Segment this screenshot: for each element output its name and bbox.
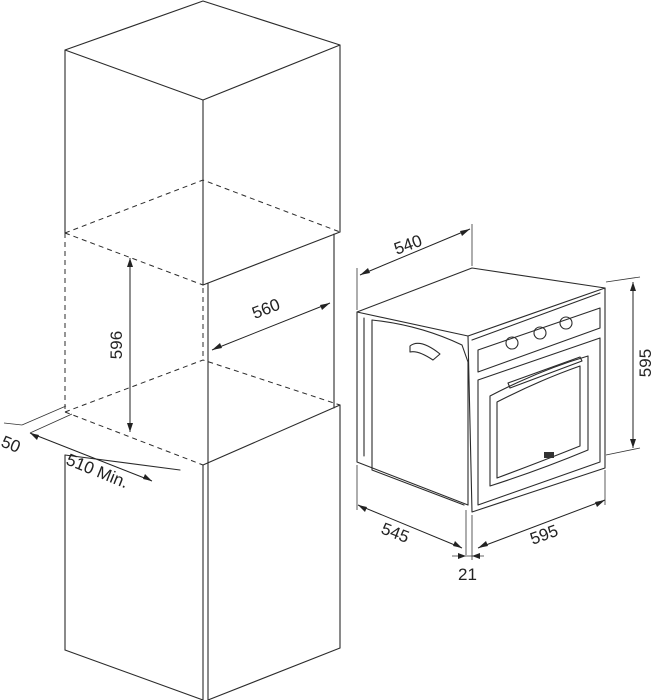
- oven-door-window: [489, 355, 589, 487]
- niche-height-dimension: [127, 258, 133, 432]
- niche-height-label: 596: [107, 331, 126, 359]
- oven-side-handle-slot: [409, 342, 441, 361]
- lower-cabinet-bottom-side: [207, 647, 341, 700]
- knob-icon: [505, 316, 573, 350]
- oven-width-label: 595: [528, 521, 561, 549]
- front-panel-dimension: [452, 553, 484, 559]
- lower-cabinet-bottom-front: [64, 649, 204, 700]
- oven-top-front-edge: [356, 311, 469, 337]
- niche-depth-dimension: [3, 405, 153, 482]
- oven: [356, 267, 606, 513]
- oven-control-strip: [477, 307, 601, 373]
- lower-cabinet-front-top: [64, 454, 181, 471]
- oven-front-panel: [467, 287, 606, 513]
- niche-depth-label: 510 Min.: [64, 450, 132, 492]
- oven-height-label: 595: [636, 349, 655, 377]
- upper-cabinet-top: [64, 0, 341, 101]
- oven-front-top-edge: [471, 292, 601, 341]
- upper-cabinet-bottom-edge: [202, 231, 341, 286]
- oven-door: [477, 337, 601, 506]
- oven-side-outline: [356, 311, 469, 506]
- oven-total-depth-dimension: [356, 465, 467, 555]
- niche-top-front-dashed: [64, 232, 204, 286]
- brand-logo: [544, 452, 554, 458]
- oven-depth-dimension: [356, 224, 473, 310]
- oven-height-dimension: [605, 276, 641, 456]
- cabinet: [64, 0, 341, 700]
- oven-total-depth-label: 545: [379, 519, 412, 547]
- oven-frame-flange: [371, 319, 469, 506]
- oven-width-dimension: [471, 470, 606, 560]
- oven-side-inner-2: [371, 319, 465, 506]
- oven-door-window-inner: [496, 365, 581, 479]
- front-panel-label: 21: [458, 565, 477, 584]
- niche-width-dimension: [211, 302, 331, 351]
- niche-width-label: 560: [249, 295, 282, 323]
- niche-bottom-back-dashed: [64, 359, 341, 413]
- oven-depth-label: 540: [392, 231, 425, 259]
- lower-cabinet-top-edge: [202, 404, 341, 466]
- ventilation-gap-label: 50: [0, 432, 23, 457]
- niche-bottom-front-dashed: [64, 411, 204, 466]
